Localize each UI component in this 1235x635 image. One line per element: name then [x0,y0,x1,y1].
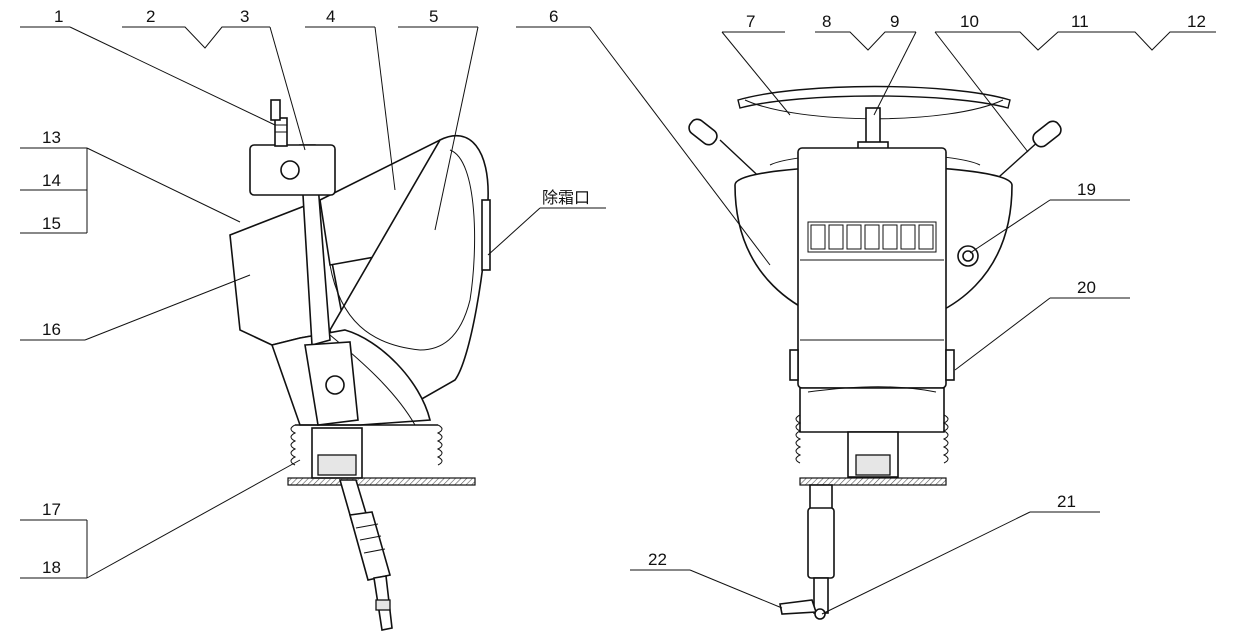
label-6: 6 [549,7,558,26]
label-15: 15 [42,214,61,233]
side-bearing [317,454,357,476]
left-lever-knob [688,118,718,146]
front-lower-box [799,387,945,433]
front-shaft-sleeve [807,507,835,579]
front-shaft-end-bolt [814,608,826,620]
right-lever-knob [1032,120,1062,148]
label-4: 4 [326,7,335,26]
leader-lines [20,26,1216,615]
front-shaft-lower [813,577,829,614]
part-labels: 1 2 3 4 5 6 7 8 9 10 11 12 13 14 15 16 1… [42,7,1206,577]
label-5: 5 [429,7,438,26]
front-universal-joint [779,599,818,615]
front-floor-plate [799,477,947,486]
label-3: 3 [240,7,249,26]
label-13: 13 [42,128,61,147]
clamp-bolt-head [280,160,300,180]
label-11: 11 [1071,12,1089,31]
label-20: 20 [1077,278,1096,297]
key-switch-core [962,250,974,262]
defrost-outlet [481,199,491,271]
label-18: 18 [42,558,61,577]
indicator-strip [807,221,937,253]
steering-rim [737,85,1011,109]
pivot-bolt [325,375,345,395]
label-22: 22 [648,550,667,569]
side-shaft-nut [375,599,391,611]
side-floor-plate [287,477,476,486]
label-9: 9 [890,12,899,31]
side-top-nipple-tip [270,99,281,121]
label-2: 2 [146,7,155,26]
label-defrost-outlet: 除霜口 [542,188,590,207]
side-view [229,99,491,631]
label-14: 14 [42,171,61,190]
label-7: 7 [746,12,755,31]
label-10: 10 [960,12,979,31]
front-view [688,85,1062,620]
right-side-tab [945,349,955,381]
label-8: 8 [822,12,831,31]
front-center-box [797,147,947,389]
left-side-tab [789,349,799,381]
side-lower-sleeve [348,511,392,581]
front-bearing [855,454,891,476]
front-shaft-upper [809,484,833,511]
label-19: 19 [1077,180,1096,199]
label-21: 21 [1057,492,1076,511]
label-16: 16 [42,320,61,339]
label-17: 17 [42,500,61,519]
label-12: 12 [1187,12,1206,31]
indicator-cells [810,224,934,250]
label-1: 1 [54,7,63,26]
